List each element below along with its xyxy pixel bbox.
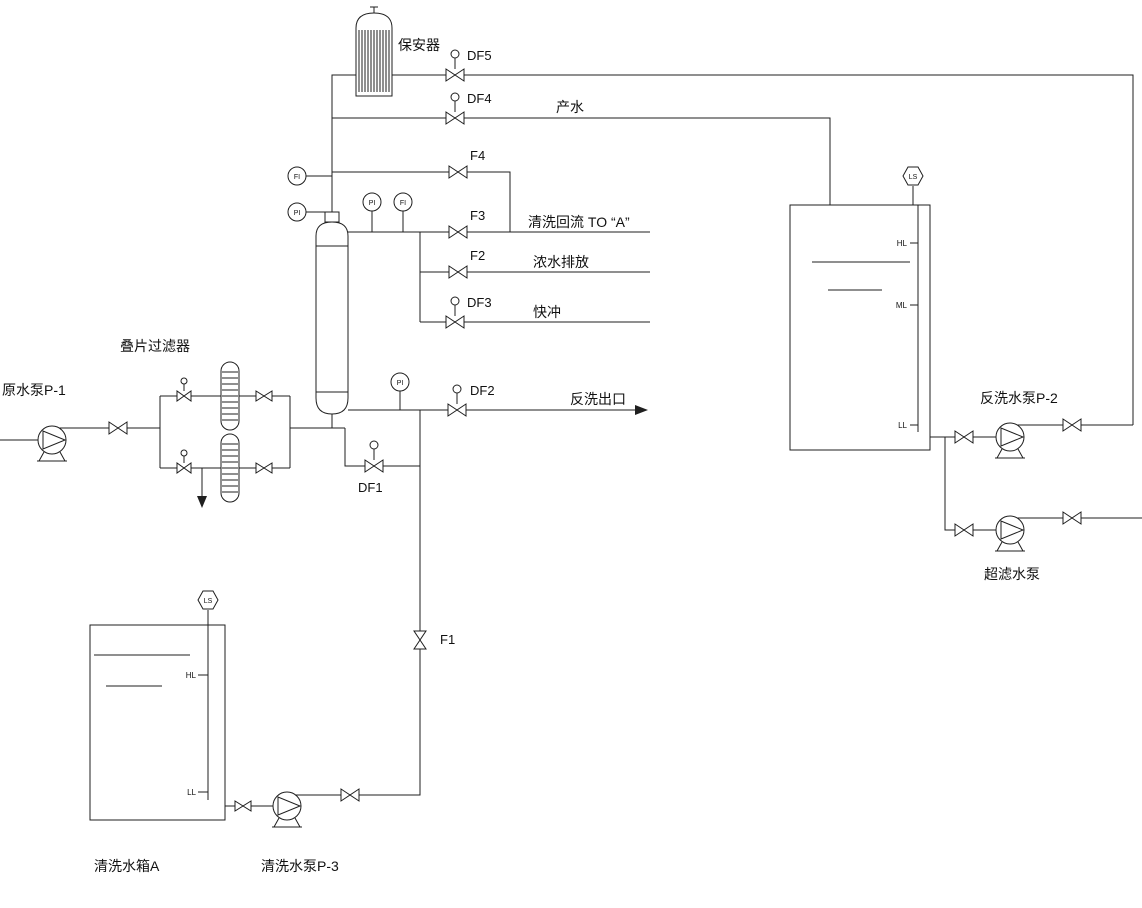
label-backwash-outlet: 反洗出口 bbox=[570, 391, 626, 407]
backwash-pump bbox=[995, 422, 1025, 459]
pi-gauge-backwash-label: PI bbox=[397, 380, 404, 387]
raw-pump-discharge-valve bbox=[108, 421, 128, 435]
valve-f3 bbox=[448, 225, 468, 239]
fi-gauge-top: FI bbox=[287, 166, 307, 186]
label-uf-pump: 超滤水泵 bbox=[984, 566, 1040, 582]
label-valve-f1: F1 bbox=[440, 632, 455, 647]
uf-pump-suction-valve bbox=[954, 523, 974, 537]
tank-a-hl-label: HL bbox=[186, 671, 197, 680]
label-cleaning-return: 清洗回流 TO “A” bbox=[528, 214, 630, 230]
ls-product-tank-label: LS bbox=[909, 174, 918, 181]
label-cleaning-tank: 清洗水箱A bbox=[94, 858, 160, 874]
label-valve-df2: DF2 bbox=[470, 383, 495, 398]
backwash-pump-suction-valve bbox=[954, 430, 974, 444]
pi-gauge-top: PI bbox=[287, 202, 307, 222]
disc-filter-element-bottom bbox=[220, 433, 240, 503]
label-cleaning-pump: 清洗水泵P-3 bbox=[261, 858, 339, 874]
pi-gauge-top-label: PI bbox=[294, 210, 301, 217]
label-product-water: 产水 bbox=[556, 99, 584, 115]
pi-gauge-return-line: PI bbox=[362, 192, 382, 212]
valve-df2 bbox=[447, 384, 467, 417]
tank-a-outlet-valve bbox=[234, 800, 252, 812]
label-valve-f4: F4 bbox=[470, 148, 485, 163]
disc-filter-outlet-valve-bottom bbox=[255, 462, 273, 474]
disc-filter-element-top bbox=[220, 361, 240, 431]
label-backwash-pump: 反洗水泵P-2 bbox=[980, 390, 1058, 406]
tank-b-ll-label: LL bbox=[898, 421, 907, 430]
ls-tank-a-label: LS bbox=[204, 598, 213, 605]
cleaning-pump bbox=[272, 791, 302, 828]
disc-filter-assembly bbox=[176, 361, 273, 508]
valve-df5 bbox=[445, 49, 465, 82]
cleaning-tank: HL LL bbox=[89, 624, 226, 821]
label-valve-df5: DF5 bbox=[467, 48, 492, 63]
uf-pump-discharge-valve bbox=[1062, 511, 1082, 525]
backwash-outlet-arrow bbox=[635, 405, 648, 415]
raw-water-pump bbox=[37, 425, 67, 462]
fi-gauge-return-label: FI bbox=[400, 200, 406, 207]
label-valve-df1: DF1 bbox=[358, 480, 383, 495]
pi-gauge-return-label: PI bbox=[369, 200, 376, 207]
uf-water-pump bbox=[995, 515, 1025, 552]
valve-f4 bbox=[448, 165, 468, 179]
product-tank: HL ML LL bbox=[789, 204, 931, 451]
fi-gauge-top-label: FI bbox=[294, 174, 300, 181]
disc-filter-inlet-valve-bottom bbox=[176, 449, 192, 474]
tank-b-ml-label: ML bbox=[896, 301, 908, 310]
drain-arrow bbox=[197, 496, 207, 508]
cleaning-pump-discharge-valve bbox=[340, 788, 360, 802]
disc-filter-outlet-valve-top bbox=[255, 390, 273, 402]
label-valve-df3: DF3 bbox=[467, 295, 492, 310]
label-valve-f3: F3 bbox=[470, 208, 485, 223]
valve-f1 bbox=[413, 630, 427, 650]
label-fast-flush: 快冲 bbox=[533, 304, 561, 320]
fi-gauge-return-line: FI bbox=[393, 192, 413, 212]
valve-f2 bbox=[448, 265, 468, 279]
label-valve-f2: F2 bbox=[470, 248, 485, 263]
security-filter bbox=[355, 6, 393, 97]
uf-membrane-module bbox=[315, 211, 349, 415]
disc-filter-inlet-valve-top bbox=[176, 377, 192, 402]
label-concentrate-discharge: 浓水排放 bbox=[533, 254, 589, 270]
label-raw-water-pump: 原水泵P-1 bbox=[2, 382, 66, 398]
label-valve-df4: DF4 bbox=[467, 91, 492, 106]
tank-a-ll-label: LL bbox=[187, 788, 196, 797]
backwash-pump-discharge-valve bbox=[1062, 418, 1082, 432]
valve-df1 bbox=[364, 440, 384, 473]
level-switch-tank-a: LS bbox=[197, 590, 219, 610]
valve-df3 bbox=[445, 296, 465, 329]
level-switch-product-tank: LS bbox=[902, 166, 924, 186]
tank-b-hl-label: HL bbox=[897, 239, 908, 248]
label-disc-filter: 叠片过滤器 bbox=[120, 338, 190, 354]
pi-gauge-backwash-line: PI bbox=[390, 372, 410, 392]
label-security-filter: 保安器 bbox=[398, 37, 440, 53]
valve-df4 bbox=[445, 92, 465, 125]
